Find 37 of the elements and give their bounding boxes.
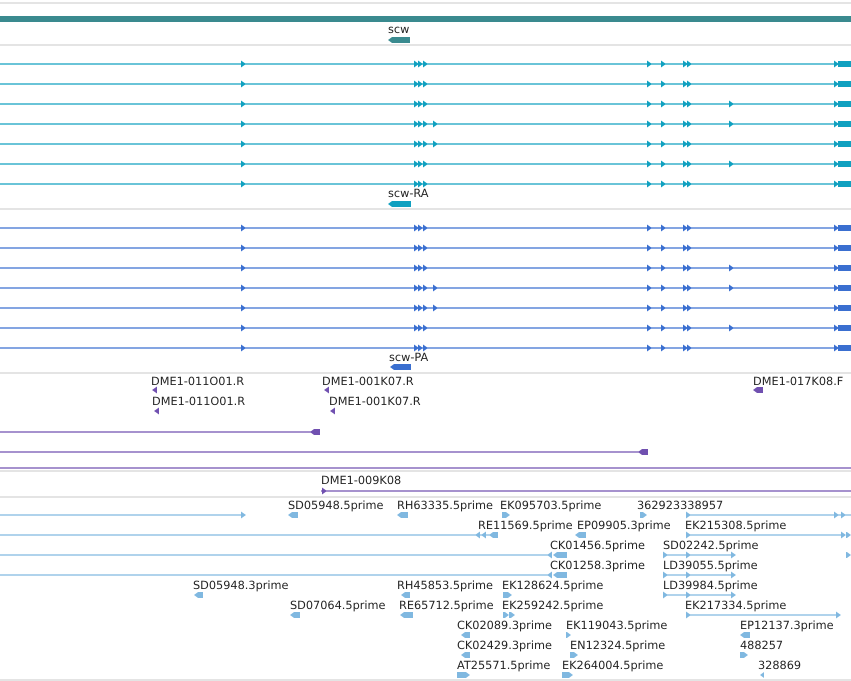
feature-label: CK01456.5prime	[550, 539, 645, 552]
feature-label: RH45853.5prime	[397, 579, 493, 592]
feature-label: SD05948.3prime	[193, 579, 288, 592]
feature-label: EK128624.5prime	[502, 579, 604, 592]
feature-label: SD05948.5prime	[288, 499, 384, 512]
feature-label: SD07064.5prime	[290, 599, 386, 612]
feature-label: EN12324.5prime	[570, 639, 666, 652]
feature-label: RH63335.5prime	[397, 499, 493, 512]
feature-label: EK259242.5prime	[502, 599, 604, 612]
feature-label: scw	[388, 23, 410, 36]
feature-label: EK215308.5prime	[685, 519, 786, 532]
feature-label: 488257	[740, 639, 784, 652]
feature-label: CK02429.3prime	[457, 639, 552, 652]
feature-label: DME1-001K07.R	[329, 395, 421, 408]
feature-label: scw-PA	[389, 351, 428, 364]
feature-label: CK02089.3prime	[457, 619, 552, 632]
feature-label: EK119043.5prime	[566, 619, 668, 632]
feature-label: 328869	[758, 659, 802, 672]
feature-label: LD39984.5prime	[663, 579, 758, 592]
feature-label: DME1-009K08	[321, 474, 402, 487]
feature-label: RE11569.5prime	[478, 519, 573, 532]
feature-label: RE65712.5prime	[399, 599, 494, 612]
feature-label: EP09905.3prime	[577, 519, 671, 532]
feature-label: EP12137.3prime	[740, 619, 834, 632]
feature-label: EK217334.5prime	[685, 599, 786, 612]
feature-label: 362923338957	[637, 499, 724, 512]
feature-label: CK01258.3prime	[550, 559, 645, 572]
feature-label: DME1-011O01.R	[152, 395, 246, 408]
feature-label: LD39055.5prime	[663, 559, 758, 572]
feature-label: SD02242.5prime	[663, 539, 758, 552]
feature-label: scw-RA	[388, 187, 429, 200]
feature-label: DME1-001K07.R	[322, 375, 414, 388]
feature-label: EK095703.5prime	[500, 499, 602, 512]
feature-label: DME1-011O01.R	[151, 375, 244, 388]
feature-label: DME1-017K08.F	[753, 375, 844, 388]
feature-label: AT25571.5prime	[457, 659, 550, 672]
feature-label: EK264004.5prime	[562, 659, 664, 672]
